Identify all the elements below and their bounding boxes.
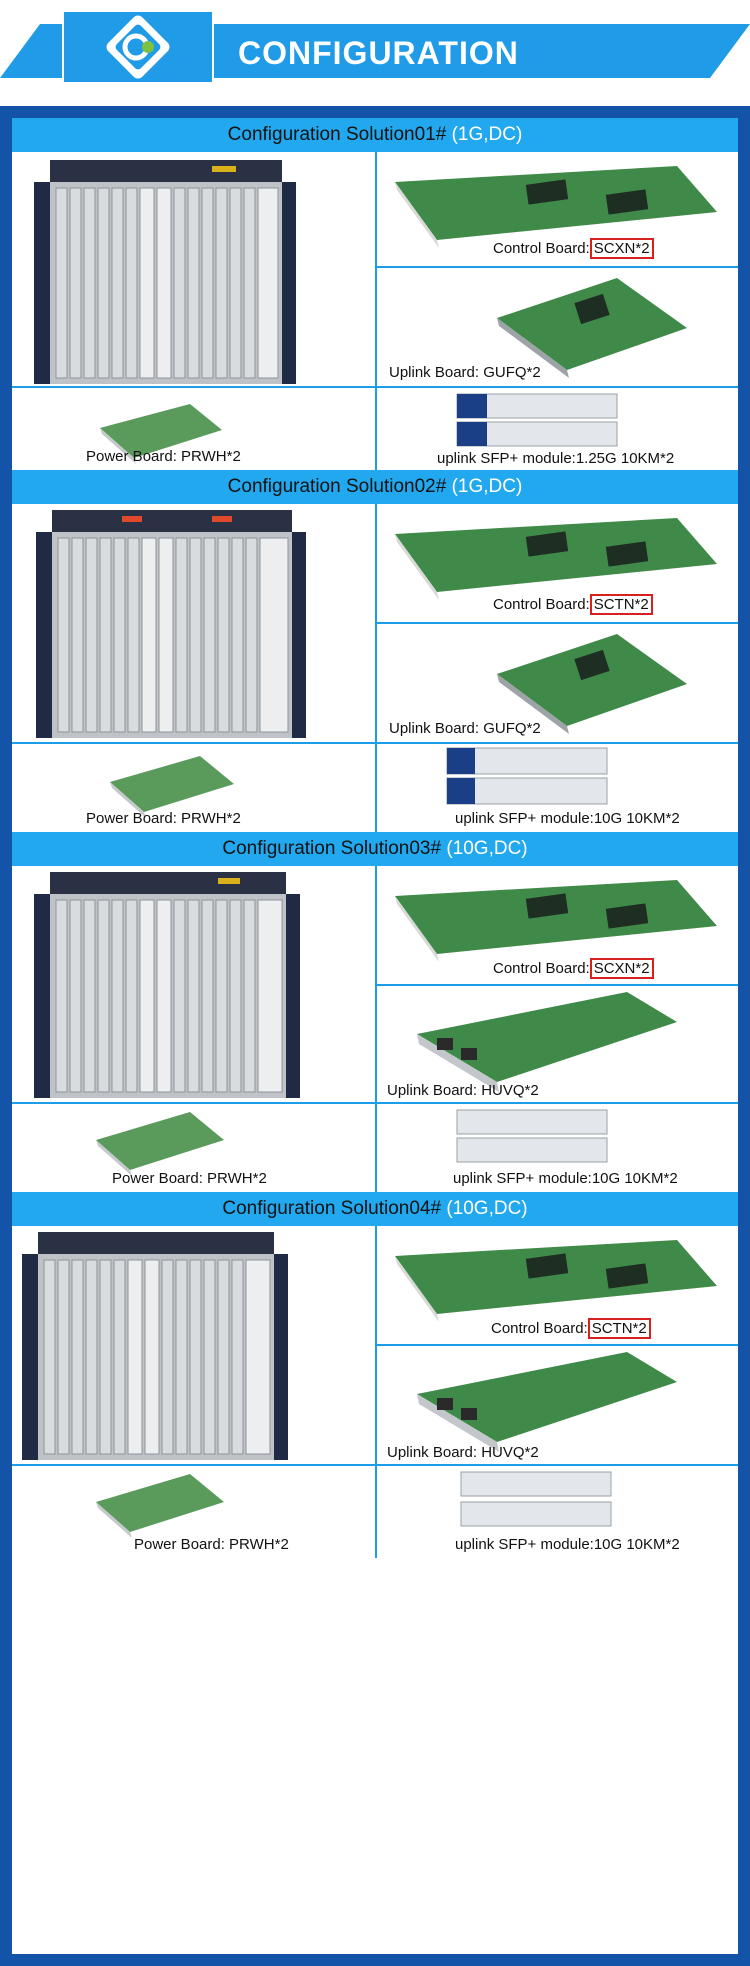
power-board-cell: Power Board: PRWH*2 <box>12 1104 375 1192</box>
control-board-prefix: Control Board: <box>491 1320 588 1337</box>
sfp-module-label: uplink SFP+ module:10G 10KM*2 <box>455 1536 680 1553</box>
power-board-label: Power Board: PRWH*2 <box>134 1536 289 1553</box>
control-board-label: Control Board:SCTN*2 <box>491 1318 651 1339</box>
olt-chassis-image <box>22 1232 288 1460</box>
uplink-board-label: Uplink Board: HUVQ*2 <box>387 1082 539 1099</box>
content-frame: Configuration Solution01# (1G,DC) <box>0 106 750 1966</box>
olt-chassis-image <box>34 160 296 384</box>
power-board-cell: Power Board: PRWH*2 <box>12 388 375 470</box>
control-board-image <box>395 1240 717 1322</box>
control-board-label: Control Board:SCTN*2 <box>493 594 653 615</box>
brand-logo <box>62 10 214 84</box>
section-tag: (10G,DC) <box>446 1198 528 1219</box>
control-board-image <box>395 166 717 248</box>
chassis-cell <box>12 1226 375 1464</box>
sfp-module-label: uplink SFP+ module:10G 10KM*2 <box>455 810 680 827</box>
header: CONFIGURATION <box>0 0 750 106</box>
control-board-label: Control Board:SCXN*2 <box>493 238 654 259</box>
uplink-board-label: Uplink Board: HUVQ*2 <box>387 1444 539 1461</box>
control-board-model: SCXN*2 <box>589 958 654 979</box>
configuration-section-2: Configuration Solution02# (1G,DC) <box>12 470 738 832</box>
olt-chassis-image <box>36 510 306 738</box>
uplink-board-image <box>497 634 687 734</box>
control-board-prefix: Control Board: <box>493 596 590 613</box>
page-title: CONFIGURATION <box>238 35 519 71</box>
uplink-board-cell: Uplink Board: GUFQ*2 <box>377 624 738 742</box>
chassis-cell <box>12 866 375 1102</box>
sfp-module-cell: uplink SFP+ module:10G 10KM*2 <box>377 1104 738 1192</box>
configuration-section-3: Configuration Solution03# (10G,DC) <box>12 832 738 1192</box>
chassis-cell <box>12 152 375 386</box>
configuration-section-4: Configuration Solution04# (10G,DC) <box>12 1192 738 1954</box>
power-board-label: Power Board: PRWH*2 <box>86 810 241 827</box>
section-tag: (10G,DC) <box>446 838 528 859</box>
power-board-label: Power Board: PRWH*2 <box>112 1170 267 1187</box>
uplink-board-image <box>417 992 677 1092</box>
chassis-cell <box>12 504 375 742</box>
control-board-model: SCXN*2 <box>589 238 654 259</box>
section-tag: (1G,DC) <box>451 124 523 145</box>
control-board-cell: Control Board:SCTN*2 <box>377 1226 738 1344</box>
power-board-image <box>96 1112 224 1176</box>
control-board-label: Control Board:SCXN*2 <box>493 958 654 979</box>
divider <box>375 152 377 470</box>
sfp-module-image <box>456 393 618 447</box>
control-board-cell: Control Board:SCTN*2 <box>377 504 738 622</box>
section-title-text: Configuration Solution03# <box>222 838 442 859</box>
uplink-board-image <box>417 1352 677 1452</box>
uplink-board-cell: Uplink Board: HUVQ*2 <box>377 1346 738 1464</box>
uplink-board-cell: Uplink Board: HUVQ*2 <box>377 986 738 1102</box>
control-board-prefix: Control Board: <box>493 240 590 257</box>
uplink-board-label: Uplink Board: GUFQ*2 <box>389 720 541 737</box>
divider <box>377 984 738 986</box>
logo-icon <box>106 15 170 79</box>
sfp-module-image <box>456 1109 608 1163</box>
divider <box>375 866 377 1192</box>
configuration-section-1: Configuration Solution01# (1G,DC) <box>12 118 738 470</box>
control-board-image <box>395 518 717 600</box>
control-board-cell: Control Board:SCXN*2 <box>377 152 738 266</box>
control-board-model: SCTN*2 <box>589 594 653 615</box>
power-board-cell: Power Board: PRWH*2 <box>12 744 375 832</box>
sfp-module-cell: uplink SFP+ module:10G 10KM*2 <box>377 1466 738 1558</box>
section-title: Configuration Solution02# (1G,DC) <box>12 470 738 504</box>
section-title: Configuration Solution01# (1G,DC) <box>12 118 738 152</box>
sfp-module-label: uplink SFP+ module:1.25G 10KM*2 <box>437 450 675 467</box>
section-title-text: Configuration Solution02# <box>227 476 447 497</box>
sfp-module-cell: uplink SFP+ module:1.25G 10KM*2 <box>377 388 738 470</box>
divider <box>377 622 738 624</box>
content-panel: Configuration Solution01# (1G,DC) <box>12 118 738 1954</box>
uplink-board-cell: Uplink Board: GUFQ*2 <box>377 268 738 386</box>
section-tag: (1G,DC) <box>451 476 523 497</box>
sfp-module-cell: uplink SFP+ module:10G 10KM*2 <box>377 744 738 832</box>
power-board-image <box>100 404 222 464</box>
section-title: Configuration Solution04# (10G,DC) <box>12 1192 738 1226</box>
divider <box>375 504 377 832</box>
sfp-module-image <box>460 1471 612 1527</box>
section-title-text: Configuration Solution04# <box>222 1198 442 1219</box>
sfp-module-label: uplink SFP+ module:10G 10KM*2 <box>453 1170 678 1187</box>
power-board-image <box>96 1474 224 1538</box>
power-board-label: Power Board: PRWH*2 <box>86 448 241 465</box>
section-title-text: Configuration Solution01# <box>227 124 447 145</box>
control-board-prefix: Control Board: <box>493 960 590 977</box>
divider <box>375 1226 377 1558</box>
divider <box>377 1344 738 1346</box>
uplink-board-image <box>497 278 687 378</box>
section-title: Configuration Solution03# (10G,DC) <box>12 832 738 866</box>
olt-chassis-image <box>34 872 300 1098</box>
control-board-cell: Control Board:SCXN*2 <box>377 866 738 984</box>
control-board-image <box>395 880 717 962</box>
power-board-cell: Power Board: PRWH*2 <box>12 1466 375 1558</box>
power-board-image <box>110 756 234 818</box>
sfp-module-image <box>446 747 608 805</box>
divider <box>377 266 738 268</box>
control-board-model: SCTN*2 <box>587 1318 651 1339</box>
uplink-board-label: Uplink Board: GUFQ*2 <box>389 364 541 381</box>
